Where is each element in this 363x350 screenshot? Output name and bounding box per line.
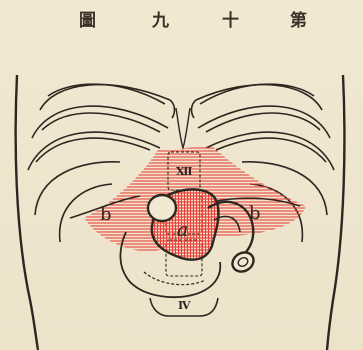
label-region-b-left: b xyxy=(100,204,112,225)
label-region-a: a xyxy=(177,219,188,241)
torso-outline-right xyxy=(327,75,344,350)
tube-opening xyxy=(229,249,257,276)
sternum xyxy=(176,108,190,148)
gallbladder-circle xyxy=(148,195,176,221)
label-region-b-right: b xyxy=(249,203,261,224)
label-vertebra-lower: Ⅳ xyxy=(178,299,191,312)
label-vertebra-upper: Ⅻ xyxy=(176,165,193,178)
